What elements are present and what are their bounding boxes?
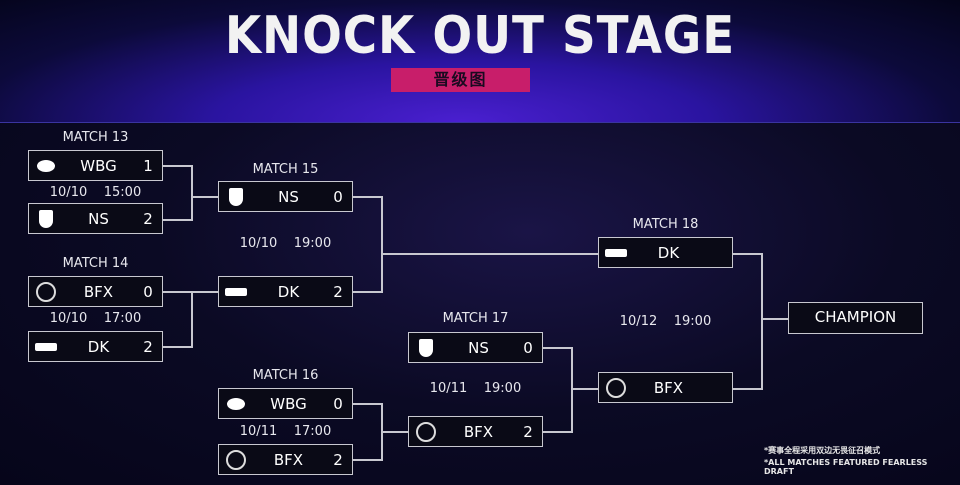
bracket-connector	[191, 291, 218, 293]
team-name: BFX	[653, 378, 684, 397]
team-row: WBG 1	[28, 150, 163, 181]
match-label: MATCH 15	[252, 162, 319, 177]
team-score: 2	[523, 422, 533, 441]
dk-logo-icon	[35, 342, 57, 351]
bracket-connector	[353, 196, 381, 198]
bracket-connector	[381, 196, 383, 293]
team-row: WBG 0	[218, 388, 353, 419]
team-name: DK	[277, 282, 300, 301]
team-score: 2	[333, 282, 343, 301]
bracket-connector	[571, 347, 573, 433]
page-subtitle: 晋级图	[391, 68, 530, 92]
team-logo-icon	[29, 204, 63, 233]
team-logo-icon	[29, 151, 63, 180]
team-row: BFX	[598, 372, 733, 403]
match-label: MATCH 13	[62, 130, 129, 145]
team-row: NS 2	[28, 203, 163, 234]
note-en: *ALL MATCHES FEATURED FEARLESS DRAFT	[764, 458, 928, 476]
team-logo-icon	[29, 332, 63, 361]
match-date: 10/12 19:00	[619, 314, 712, 329]
team-row: BFX 0	[28, 276, 163, 307]
bracket-connector	[353, 291, 381, 293]
team-logo-icon	[599, 373, 633, 402]
bracket-connector	[381, 431, 408, 433]
team-row: DK 2	[28, 331, 163, 362]
team-score: 2	[143, 337, 153, 356]
team-score: 0	[333, 187, 343, 206]
bracket-connector	[163, 291, 191, 293]
team-score: 0	[333, 394, 343, 413]
bracket-connector	[191, 196, 218, 198]
bracket-connector	[163, 165, 191, 167]
match-label: MATCH 16	[252, 368, 319, 383]
team-name: BFX	[83, 282, 114, 301]
bracket-connector	[191, 165, 193, 221]
bracket-connector	[353, 459, 381, 461]
bracket-connector	[191, 291, 193, 348]
team-score: 2	[143, 209, 153, 228]
team-logo-icon	[219, 277, 253, 306]
team-name: WBG	[270, 394, 307, 413]
match-date: 10/10 19:00	[239, 236, 332, 251]
match-date: 10/11 19:00	[429, 381, 522, 396]
team-row: BFX 2	[218, 444, 353, 475]
match-date: 10/10 17:00	[49, 311, 142, 326]
match-label: MATCH 17	[442, 311, 509, 326]
header-background	[0, 0, 960, 122]
team-row: NS 0	[408, 332, 543, 363]
ns-logo-icon	[229, 187, 243, 206]
bracket-connector	[733, 253, 761, 255]
team-name: NS	[278, 187, 299, 206]
team-score: 0	[143, 282, 153, 301]
team-row: NS 0	[218, 181, 353, 212]
team-score: 0	[523, 338, 533, 357]
team-name: DK	[657, 243, 680, 262]
bracket-connector	[163, 346, 191, 348]
wbg-logo-icon	[227, 397, 245, 410]
match-label: MATCH 18	[632, 217, 699, 232]
bracket-connector	[733, 388, 761, 390]
team-row: BFX 2	[408, 416, 543, 447]
team-row: DK	[598, 237, 733, 268]
page-title: KNOCK OUT STAGE	[224, 6, 736, 66]
bracket-connector	[761, 318, 788, 320]
bfx-logo-icon	[226, 449, 246, 470]
team-row: DK 2	[218, 276, 353, 307]
bracket-connector	[543, 347, 571, 349]
bracket-connector	[761, 253, 763, 390]
match-label: MATCH 14	[62, 256, 129, 271]
team-logo-icon	[219, 445, 253, 474]
team-name: WBG	[80, 156, 117, 175]
team-logo-icon	[409, 333, 443, 362]
bracket-connector	[381, 253, 598, 255]
ns-logo-icon	[419, 338, 433, 357]
team-score: 1	[143, 156, 153, 175]
team-logo-icon	[219, 182, 253, 211]
bracket-connector	[163, 219, 191, 221]
bracket-connector	[571, 388, 598, 390]
bfx-logo-icon	[36, 281, 56, 302]
bfx-logo-icon	[606, 377, 626, 398]
ns-logo-icon	[39, 209, 53, 228]
team-name: DK	[87, 337, 110, 356]
team-name: BFX	[463, 422, 494, 441]
bfx-logo-icon	[416, 421, 436, 442]
bracket-connector	[543, 431, 571, 433]
note-cn: *赛事全程采用双边无畏征召模式	[764, 446, 881, 455]
team-name: BFX	[273, 450, 304, 469]
team-logo-icon	[219, 389, 253, 418]
dk-logo-icon	[605, 248, 627, 257]
wbg-logo-icon	[37, 159, 55, 172]
match-date: 10/11 17:00	[239, 424, 332, 439]
champion-box: CHAMPION	[788, 302, 923, 334]
team-logo-icon	[599, 238, 633, 267]
team-name: NS	[88, 209, 109, 228]
bracket-connector	[353, 403, 381, 405]
team-logo-icon	[409, 417, 443, 446]
team-name: NS	[468, 338, 489, 357]
team-score: 2	[333, 450, 343, 469]
dk-logo-icon	[225, 287, 247, 296]
team-logo-icon	[29, 277, 63, 306]
match-date: 10/10 15:00	[49, 185, 142, 200]
